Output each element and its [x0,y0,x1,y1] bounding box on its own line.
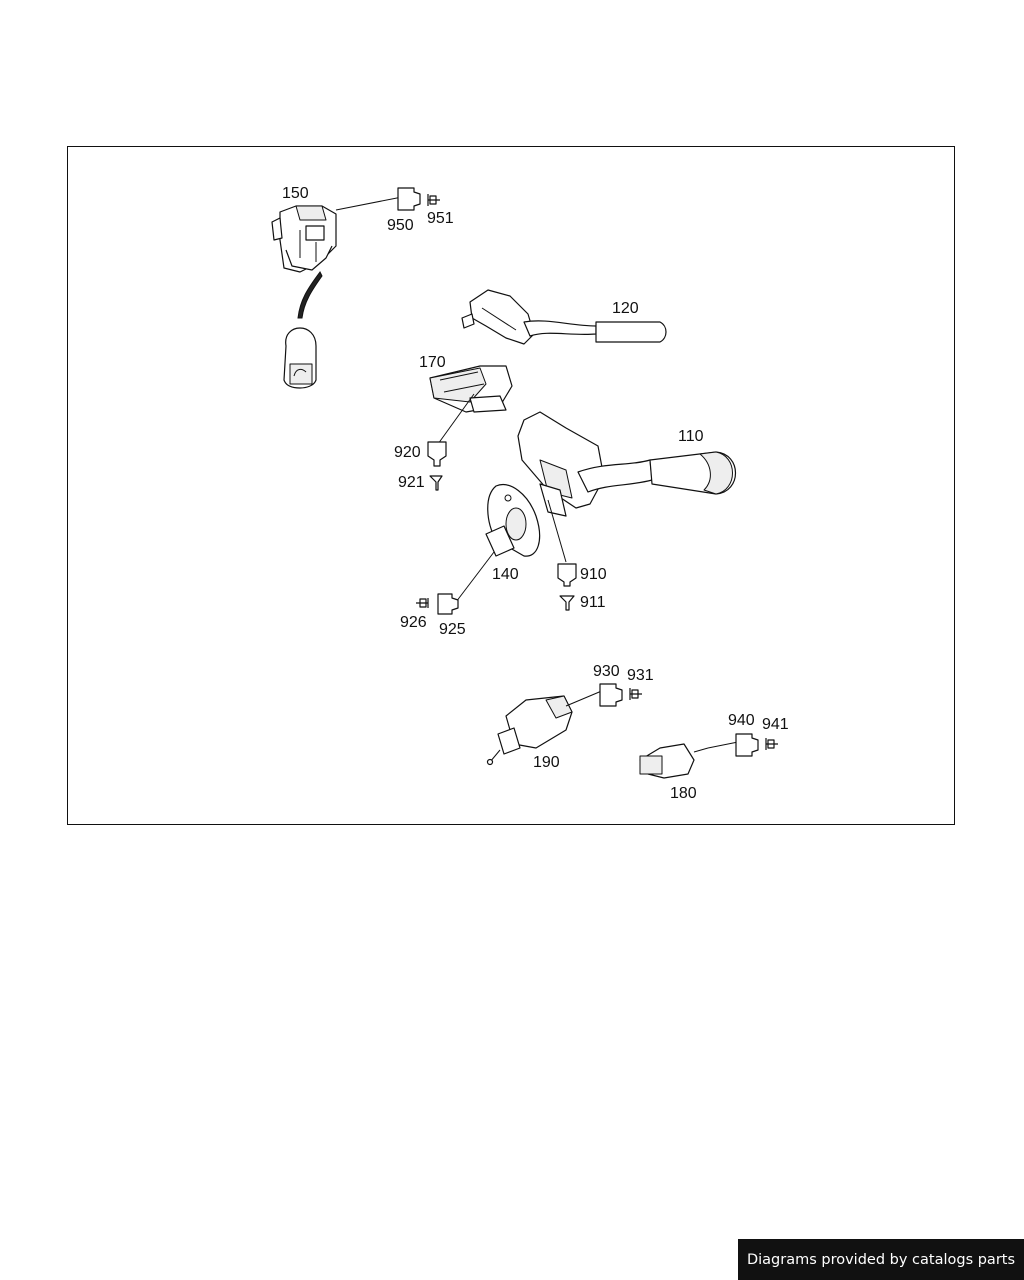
leader-925 [455,551,495,603]
callout-110: 110 [678,428,704,445]
leader-920 [437,393,475,445]
credit-banner: Diagrams provided by catalogs parts [738,1239,1024,1280]
callout-921: 921 [398,474,425,491]
callout-951: 951 [427,210,454,227]
callout-930: 930 [593,663,620,680]
callout-150: 150 [282,185,309,202]
part-140-ring [485,484,541,557]
callout-950: 950 [387,217,414,234]
part-911-screw [559,595,575,611]
callout-120: 120 [612,300,639,317]
part-931-screw [629,688,642,700]
callout-140: 140 [492,566,519,583]
callout-910: 910 [580,566,607,583]
part-921-screw [429,475,443,491]
callout-941: 941 [762,716,789,733]
leader-910 [547,499,567,563]
callout-931: 931 [627,667,654,684]
part-926-screw [416,598,429,608]
part-120-wiper-lever [461,289,667,345]
leader-950 [335,196,403,211]
part-910-clip [557,563,577,587]
callout-911: 911 [580,594,606,611]
leader-930 [565,689,605,707]
callout-170: 170 [419,354,446,371]
cover-cap-with-arrow [283,271,323,389]
part-940-clip [735,733,759,757]
callout-926: 926 [400,614,427,631]
part-930-clip [599,683,623,707]
part-925-clip [437,593,459,615]
part-180-sensor [639,743,709,779]
part-150-switch-housing [271,205,337,273]
diagram-frame [67,146,955,825]
part-190-brake-switch [486,695,573,766]
part-950-clip [397,187,421,211]
part-920-clip [427,441,447,467]
callout-190: 190 [533,754,560,771]
part-170-module [429,365,513,413]
part-951-screw [427,194,440,206]
leader-940 [707,741,739,749]
callout-920: 920 [394,444,421,461]
callout-940: 940 [728,712,755,729]
callout-925: 925 [439,621,466,638]
callout-180: 180 [670,785,697,802]
part-110-signal-lever [517,411,737,517]
part-941-screw [765,738,778,750]
